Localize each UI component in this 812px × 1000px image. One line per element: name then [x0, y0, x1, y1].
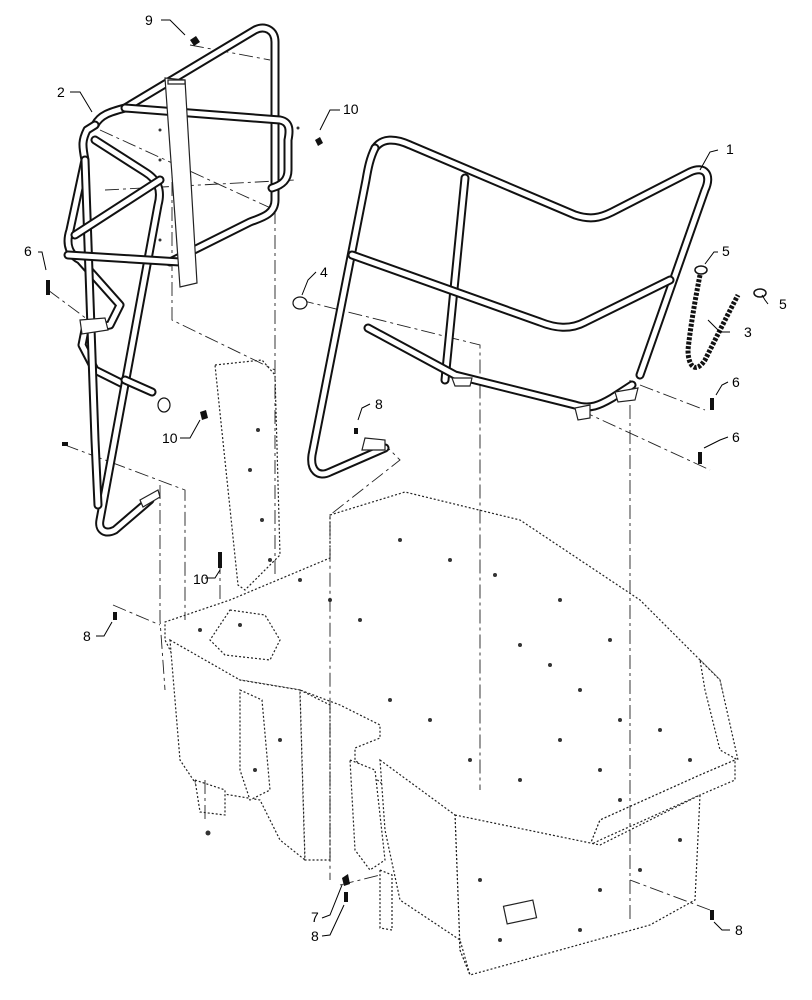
- callout-9-top: 9: [145, 12, 153, 28]
- chain: [685, 265, 767, 370]
- left-handrail: [63, 23, 294, 537]
- callout-6-right-top: 6: [732, 374, 740, 390]
- callout-9-right: 10: [343, 101, 359, 117]
- fasteners: [46, 36, 714, 920]
- callout-1: 1: [726, 141, 734, 157]
- callout-7: 7: [311, 909, 319, 925]
- callout-6-left: 6: [24, 243, 32, 259]
- callout-8-bottom: 8: [311, 928, 319, 944]
- platform-deck: [164, 359, 739, 976]
- callout-5-lower: 5: [779, 296, 787, 312]
- callout-2: 2: [57, 84, 65, 100]
- mounting-holes: [158, 88, 692, 942]
- leader-lines: [38, 19, 769, 937]
- callout-10-lower: 10: [193, 571, 209, 587]
- callout-8-left: 8: [83, 628, 91, 644]
- callout-5-upper: 5: [722, 243, 730, 259]
- callout-4: 4: [320, 264, 328, 280]
- callout-6-right-bottom: 6: [732, 429, 740, 445]
- right-handrail: [292, 135, 713, 479]
- callout-10-upper: 10: [162, 430, 178, 446]
- callout-3: 3: [744, 324, 752, 340]
- callout-8-right: 8: [735, 922, 743, 938]
- callout-8-center: 8: [375, 396, 383, 412]
